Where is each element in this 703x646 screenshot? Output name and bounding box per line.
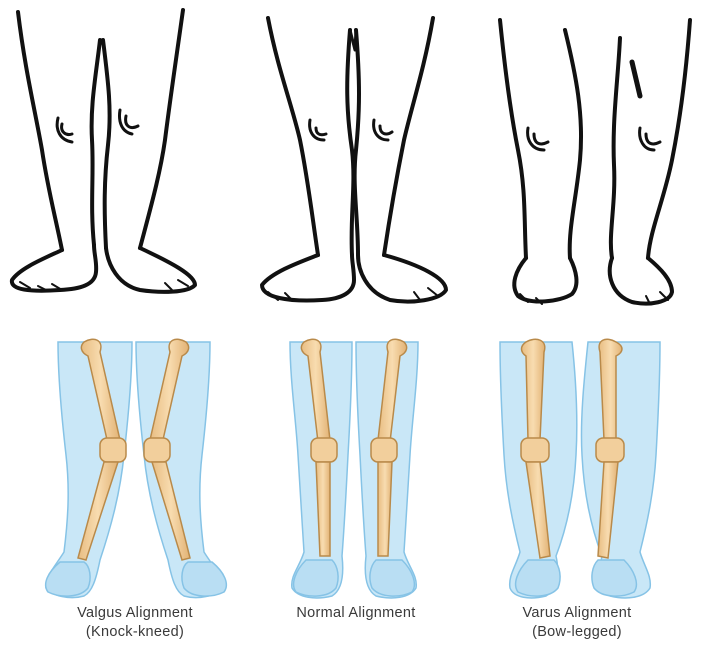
leg-silhouette-left bbox=[46, 342, 132, 598]
caption-valgus-title: Valgus Alignment bbox=[20, 604, 250, 623]
caption-varus-subtitle: (Bow-legged) bbox=[462, 623, 692, 642]
caption-varus: Varus Alignment (Bow-legged) bbox=[462, 604, 692, 642]
caption-varus-title: Varus Alignment bbox=[462, 604, 692, 623]
caption-valgus-subtitle: (Knock-kneed) bbox=[20, 623, 250, 642]
anatomy-varus bbox=[500, 339, 660, 598]
anatomy-row bbox=[46, 339, 660, 598]
anatomy-normal bbox=[290, 339, 418, 598]
anatomy-valgus bbox=[46, 339, 227, 597]
sketch-row bbox=[12, 10, 690, 304]
knee-left bbox=[100, 438, 126, 462]
sketch-varus-legs bbox=[500, 20, 690, 304]
knee-left bbox=[521, 438, 549, 462]
caption-normal: Normal Alignment bbox=[241, 604, 471, 623]
caption-normal-title: Normal Alignment bbox=[241, 604, 471, 623]
knee-right bbox=[596, 438, 624, 462]
knee-left bbox=[311, 438, 337, 462]
foot-left bbox=[46, 562, 90, 596]
foot-right bbox=[182, 562, 226, 596]
leg-silhouette-right bbox=[136, 342, 222, 598]
knee-right bbox=[144, 438, 170, 462]
sketch-valgus-legs bbox=[12, 10, 195, 292]
knee-right bbox=[371, 438, 397, 462]
sketch-normal-legs bbox=[262, 18, 446, 302]
caption-valgus: Valgus Alignment (Knock-kneed) bbox=[20, 604, 250, 642]
